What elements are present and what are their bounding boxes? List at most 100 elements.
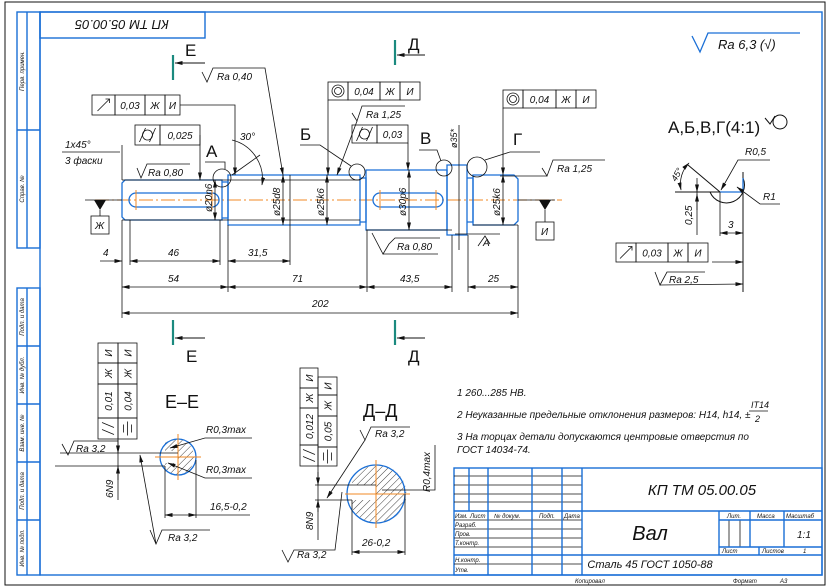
parallelism-symbol-icon [101, 422, 115, 435]
note-2-fraction-den: 2 [754, 414, 760, 424]
frame-value: Ж [384, 87, 395, 98]
title-block: Изм. Лист № докум. Подп. Дата Разраб. Пр… [453, 467, 823, 585]
frame-value: 0,01 [104, 391, 115, 410]
symmetry-symbol-icon [123, 421, 132, 436]
side-label: Подп. и дата [20, 298, 26, 336]
frame-value: 0,012 [305, 414, 316, 439]
detail-label-b: Б [300, 125, 311, 144]
frame-value: Ж [149, 101, 160, 112]
radius-e1: R0,3max [206, 425, 247, 436]
tolerance-leaders [180, 100, 744, 264]
dim-d25a: ø25d8 [272, 187, 283, 216]
datum-i: И [518, 199, 555, 241]
detail-view: А,Б,В,Г(4:1) R0,5 R1 45° 0,25 3 Ra 2,5 [654, 114, 788, 292]
frame-cell [376, 124, 409, 144]
frame-value: 0,03 [642, 249, 662, 260]
note-2: 2 Неуказанные предельные отклонения разм… [456, 410, 751, 421]
keyway-width-d: 8N9 [305, 511, 316, 530]
section-marker-d-bottom: Д [393, 320, 425, 366]
role-label: Разраб. [455, 523, 477, 529]
frame-cell [351, 124, 378, 144]
frame-value: Ж [324, 400, 335, 411]
side-label: Справ. № [19, 175, 26, 203]
frame-cell [687, 242, 709, 263]
frame-value: Ж [104, 368, 115, 379]
keyway-width-e: 6N9 [105, 479, 116, 498]
tolerance-frame-cyl2: 0,03 [351, 124, 409, 144]
angle-30: 30° [240, 132, 255, 143]
frame-value: И [582, 95, 590, 106]
section-marker-e-bottom: Е [171, 320, 205, 366]
side-label: Инв. № дубл. [19, 357, 26, 394]
sheet-label: Лист [721, 549, 737, 555]
dim-43-5: 43,5 [400, 274, 420, 285]
detail-width: 3 [728, 220, 734, 231]
detail-angle: 45° [669, 166, 685, 183]
frame-cell [97, 417, 119, 440]
side-label: Перв. примен. [20, 51, 26, 91]
roughness-ra080-low: Ra 0,80 [397, 242, 432, 253]
frame-value: Ж [124, 368, 135, 379]
frame-value: И [324, 382, 335, 390]
side-label: Подп. и дата [20, 472, 26, 510]
frame-cell [299, 444, 319, 467]
roughness-ra040: Ra 0,40 [217, 72, 252, 83]
role-label: Пров. [455, 532, 471, 538]
frame-value: 0,04 [530, 95, 550, 106]
dim-4: 4 [103, 248, 109, 259]
roughness-ra32: Ra 3,2 [168, 533, 198, 544]
dim-d20: ø20n6 [204, 183, 215, 212]
frame-cell [164, 94, 181, 116]
roughness-ra125-right: Ra 1,25 [557, 164, 592, 175]
copied-label: Копировал [575, 579, 605, 585]
frame-value: Ж [672, 249, 683, 260]
section-d-view: Д–Д 8N9 Ra 3,2 R0,4max 26-0,2 Ra 3,2 [281, 401, 436, 563]
part-name: Вал [632, 523, 668, 545]
side-label: Взам. инв. № [19, 414, 26, 452]
detail-label-v: В [420, 129, 431, 148]
frame-value: 0,03 [383, 130, 403, 141]
depth-e: 16,5-0,2 [210, 502, 247, 513]
col-header: Лист [469, 514, 485, 520]
detail-depth: 0,25 [684, 205, 695, 225]
frame-cell [399, 81, 421, 101]
frame-value: 0,04 [124, 391, 135, 411]
section-marker-e-top: Е [171, 41, 205, 80]
note-3: 3 На торцах детали допускаются центровые… [457, 432, 749, 443]
sheets-label: Листов [761, 549, 784, 555]
format-label: Формат [733, 579, 757, 585]
cylindricity-symbol-icon [356, 126, 373, 142]
runout-symbol-icon [97, 98, 110, 112]
col-header: Подп. [539, 514, 555, 520]
chamfer-note: 1x45° [65, 140, 91, 151]
datum-letter: Ж [94, 221, 105, 232]
frame-value: И [694, 249, 702, 260]
parallelism-symbol-icon [302, 449, 316, 462]
frame-value: 0,04 [354, 87, 374, 98]
tolerance-frame-cyl1: 0,025 [134, 124, 201, 146]
col-header: Дата [563, 514, 580, 520]
lit-label: Лит. [726, 514, 741, 520]
chamfer-count: 3 фаски [65, 155, 103, 167]
cylindricity-symbol-icon [139, 127, 156, 143]
technical-notes: 1 260...285 НВ. 2 Неуказанные предельные… [456, 388, 769, 456]
dim-d35: ø35* [449, 128, 459, 148]
frame-value: И [305, 374, 316, 382]
scale-value: 1:1 [797, 530, 811, 541]
inspection-letter: А [482, 238, 490, 249]
section-letter: Е [185, 41, 196, 60]
frame-value: И [169, 101, 177, 112]
side-label: Инв. № подл. [19, 529, 26, 566]
datum-letter: И [541, 227, 549, 238]
role-label: Т.контр. [455, 541, 479, 547]
frame-cell [575, 89, 597, 109]
dim-25: 25 [487, 274, 500, 285]
detail-label-a: А [206, 142, 218, 161]
